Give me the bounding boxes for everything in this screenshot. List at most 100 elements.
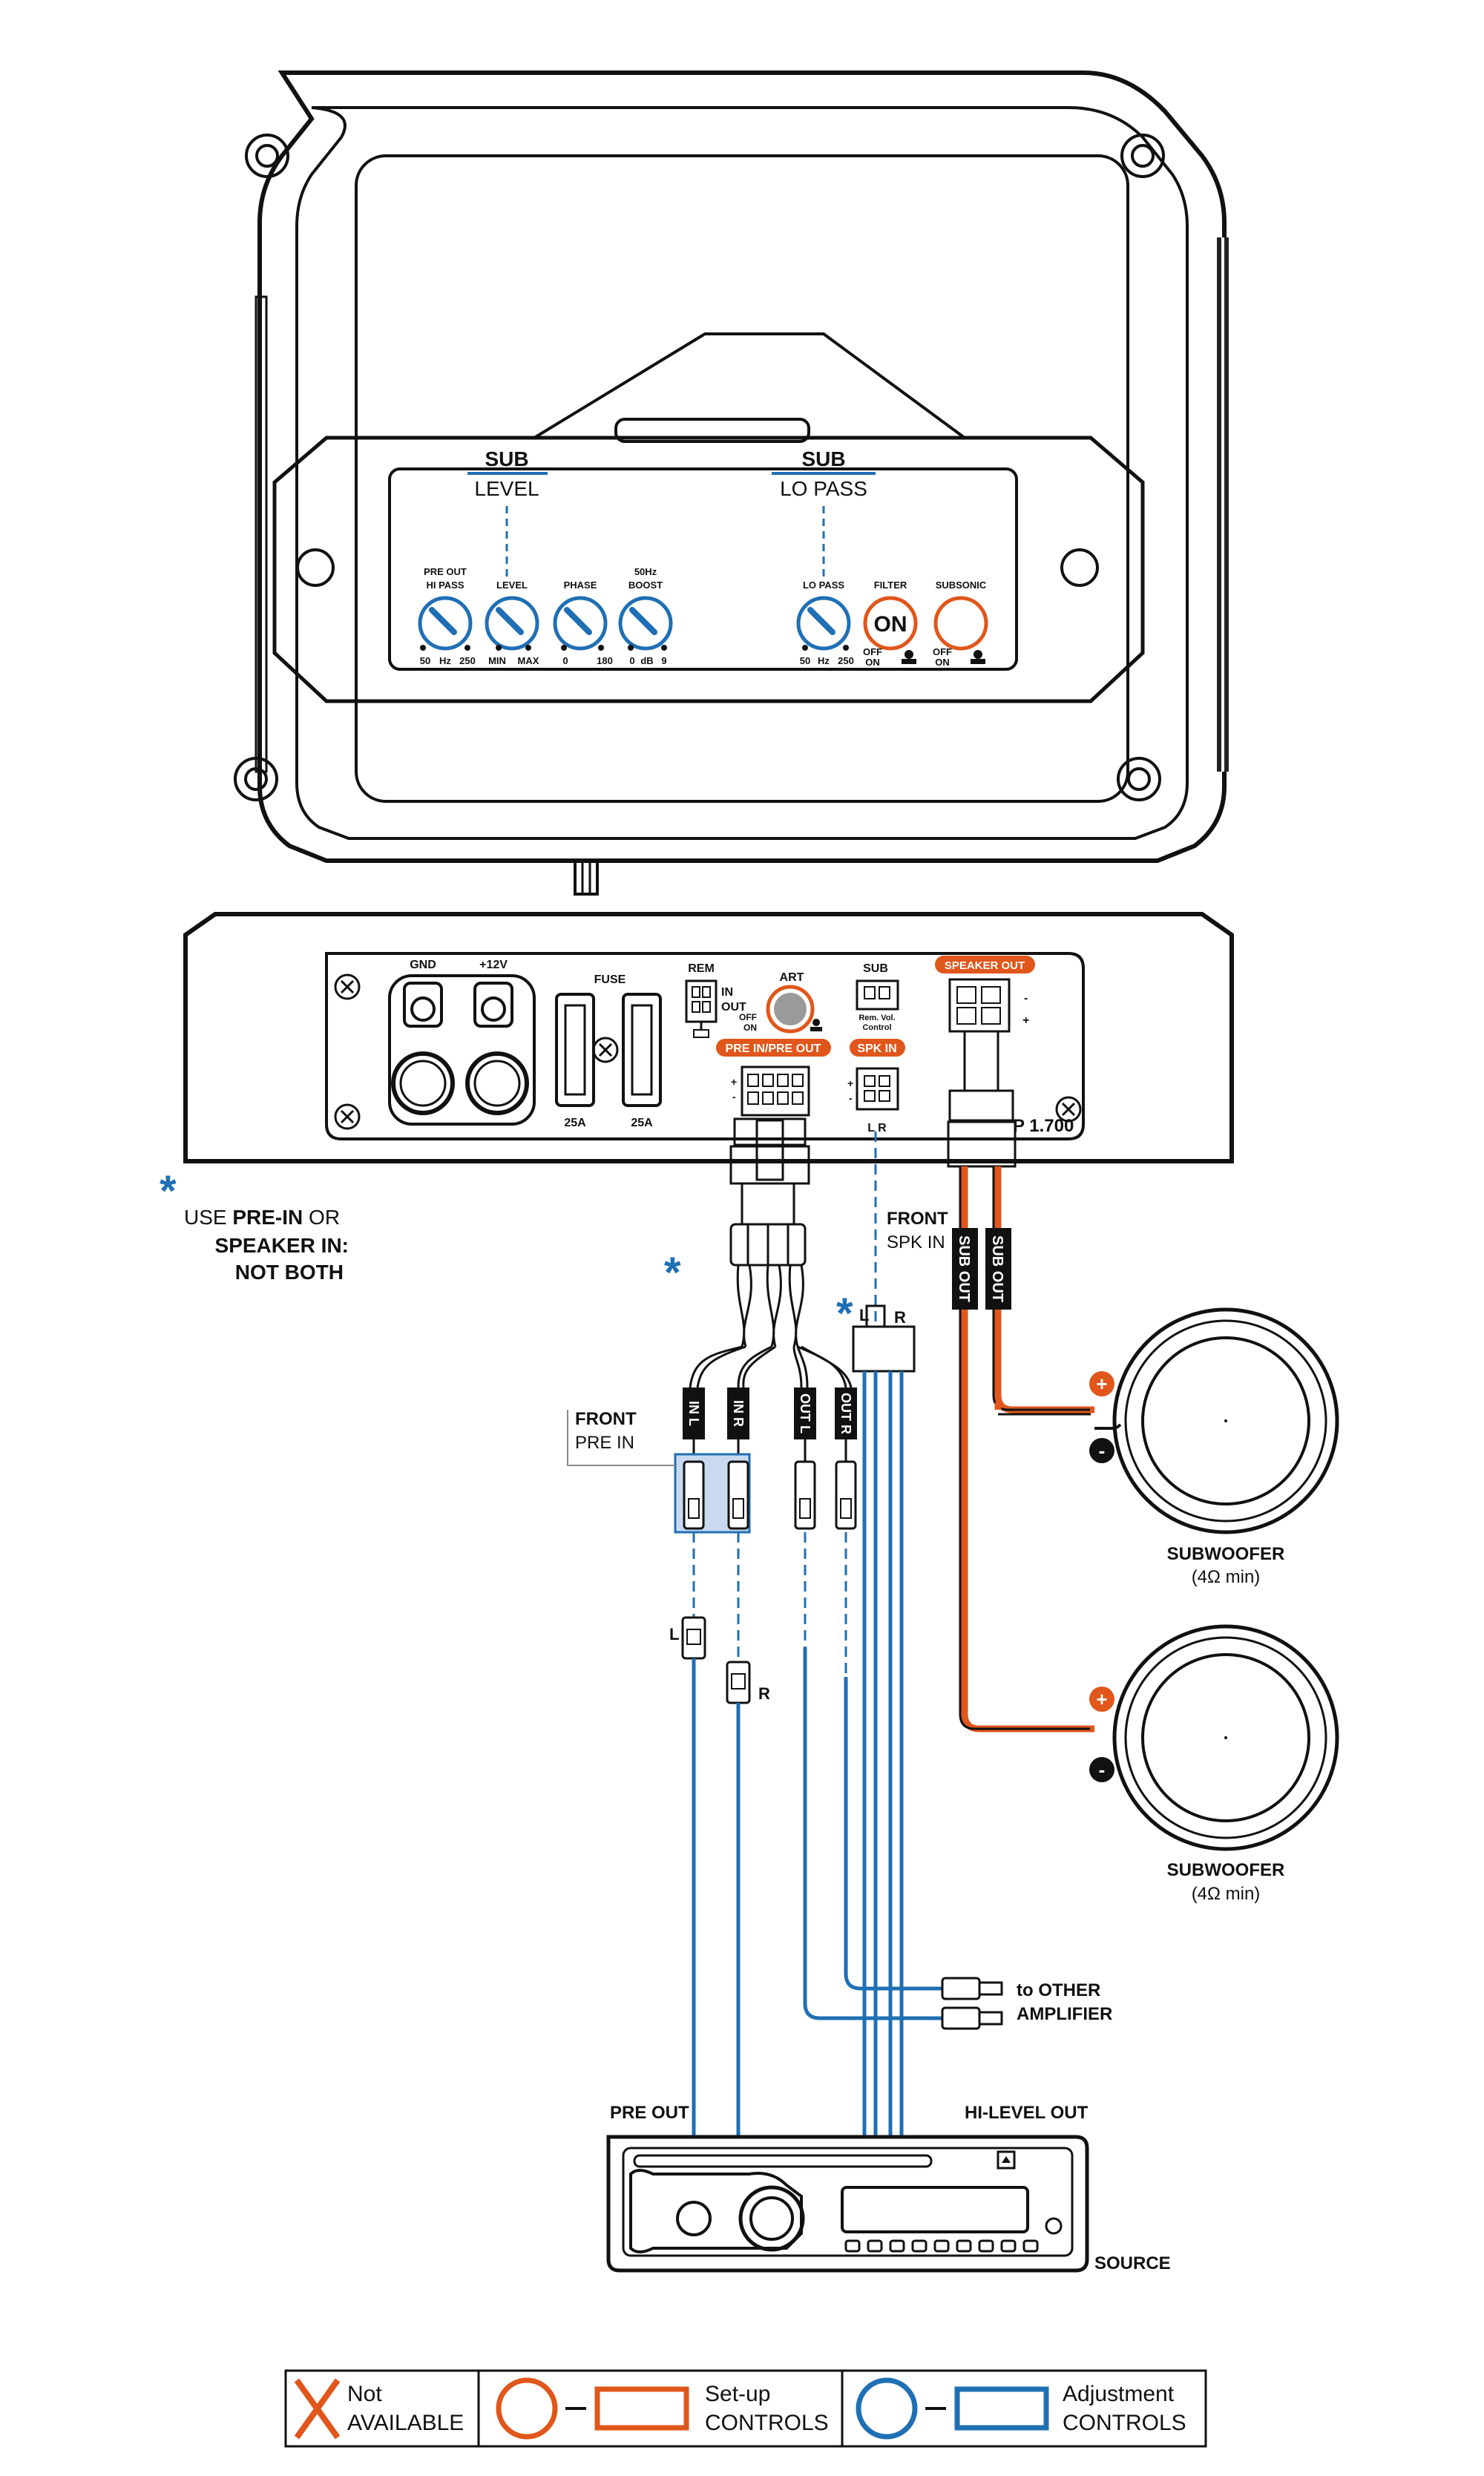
knob-lo-pass[interactable]: LO PASS 50 Hz 250 [796,579,854,666]
adjustment-circle-icon [856,2377,918,2440]
svg-text:+: + [1022,1014,1029,1027]
minus-terminal-icon [1089,1757,1114,1782]
pre-in-out-connector: PRE IN/PRE OUT + - [716,1039,831,1117]
svg-text:-: - [1099,1759,1106,1781]
screw-icon [334,1103,361,1130]
svg-text:+: + [1096,1373,1107,1395]
svg-text:-: - [1024,992,1028,1005]
amp-top-ridge [533,332,966,439]
amp-inner-shell [295,106,1189,840]
svg-text:dB: dB [640,655,653,666]
minus-terminal-icon [1089,1438,1114,1463]
amp-front-shell [183,912,1234,1163]
power-terminal-block: GND +12V [388,959,536,1126]
gnd-label: GND [410,959,436,971]
hi-level-out-label: HI-LEVEL OUT [965,2103,1089,2123]
volume-knob[interactable] [738,2185,805,2252]
svg-text:AVAILABLE: AVAILABLE [347,2411,464,2435]
to-other-label: to OTHER [1017,1980,1100,2000]
svg-text:Control: Control [862,1023,891,1032]
knob-boost[interactable]: 50Hz BOOST 0 dB 9 [618,566,673,666]
cable-label-in-r [727,1388,749,1439]
amp-top-plate [355,154,1129,803]
svg-text:0: 0 [562,655,568,666]
front-pre-in-label: FRONT PRE IN [567,1409,675,1466]
svg-text:L: L [669,1625,679,1643]
sub-remote-connector[interactable]: SUB Rem. Vol. Control [856,962,899,1032]
subwoofer-2: + - SUBWOOFER (4Ω min) [1089,1624,1339,1904]
fuse-block: FUSE 25A 25A [555,973,662,1129]
rca-plug-r: R [726,1661,770,1704]
knob-phase[interactable]: PHASE 0 180 [553,579,613,666]
screw-icon [1055,1096,1082,1123]
knob-hi-pass[interactable]: PRE OUT HI PASS 50 Hz 250 [418,566,476,666]
source-head-unit: PRE OUT HI-LEVEL OUT SOURCE [606,2103,1171,2273]
svg-text:OFF: OFF [933,646,952,657]
screw-icon [1120,134,1165,178]
svg-text:OUT: OUT [721,1001,746,1014]
fuse-label: FUSE [594,973,626,986]
screw-icon [1117,757,1161,801]
not-available-icon [294,2378,341,2440]
svg-text:250: 250 [838,655,854,666]
art-label: ART [780,971,804,984]
subwoofer-label: SUBWOOFER [1167,1544,1285,1564]
svg-text:SPK IN: SPK IN [857,1042,896,1055]
svg-text:PRE IN: PRE IN [575,1433,634,1453]
knob-level[interactable]: LEVEL MIN MAX [485,579,539,666]
svg-text:Hz: Hz [818,655,830,666]
svg-text:IN R: IN R [731,1400,746,1427]
subwoofer-icon [1112,1307,1339,1534]
svg-text:+: + [847,1077,853,1089]
setup-rect-icon [594,2386,689,2431]
svg-text:L: L [859,1306,869,1324]
asterisk-icon: * [836,1290,853,1338]
rem-switch[interactable]: REM IN OUT [685,962,746,1038]
knob-label: 50Hz [634,566,657,577]
svg-text:USE PRE-IN OR: USE PRE-IN OR [184,1206,340,1229]
asterisk-icon: * [160,1167,177,1215]
filter-switch[interactable]: FILTER ON OFF ON [863,579,918,668]
subsonic-switch[interactable]: SUBSONIC OFF ON [933,579,988,668]
rca-plug-icon [727,1460,749,1530]
amp-front-view: GND +12V FUSE 25A 25A REM [183,912,1234,1163]
svg-text:OUT L: OUT L [798,1393,812,1434]
fuse-rating: 25A [631,1117,653,1129]
svg-text:CONTROLS: CONTROLS [705,2411,829,2435]
cd-slot [633,2154,933,2168]
preset-buttons[interactable] [844,2239,1039,2253]
svg-text:SUB OUT: SUB OUT [989,1235,1005,1302]
cable-label-out-l [794,1388,816,1439]
art-switch[interactable]: ART OFF ON [739,971,822,1034]
svg-text:SUB OUT: SUB OUT [956,1235,972,1302]
pre-in-out-badge [716,1039,831,1057]
screw-icon [234,757,278,801]
svg-text:L R: L R [867,1122,887,1134]
svg-text:IN L: IN L [686,1401,701,1426]
amp-heatsink-fins [1217,237,1229,772]
svg-text:Hz: Hz [439,655,451,666]
rca-plug-icon [794,1460,816,1530]
svg-text:OFF: OFF [739,1012,757,1022]
note-line-2: SPEAKER IN: [215,1234,349,1257]
note-line-3: NOT BOTH [235,1261,344,1284]
svg-text:FRONT: FRONT [575,1409,637,1429]
svg-text:CONTROLS: CONTROLS [1063,2411,1186,2435]
svg-text:ON: ON [935,657,950,668]
svg-text:9: 9 [661,655,666,666]
svg-text:-: - [732,1091,736,1103]
subwoofer-icon [1112,1624,1339,1851]
knob-label: LO PASS [803,579,844,591]
spk-in-connector: SPK IN + - L R [847,1039,905,1134]
asterisk-icon: * [664,1249,681,1297]
plus-terminal-icon [1089,1687,1114,1712]
eject-button[interactable] [997,2150,1016,2170]
screw-icon [245,134,289,178]
usage-note: * USE PRE-IN OR SPEAKER IN: NOT BOTH [160,1167,349,1284]
svg-text:+: + [1096,1688,1107,1710]
speaker-out-badge [935,956,1035,973]
svg-text:ON: ON [865,657,880,668]
svg-text:SPEAKER OUT: SPEAKER OUT [945,959,1025,972]
pre-out-label: PRE OUT [610,2103,689,2123]
